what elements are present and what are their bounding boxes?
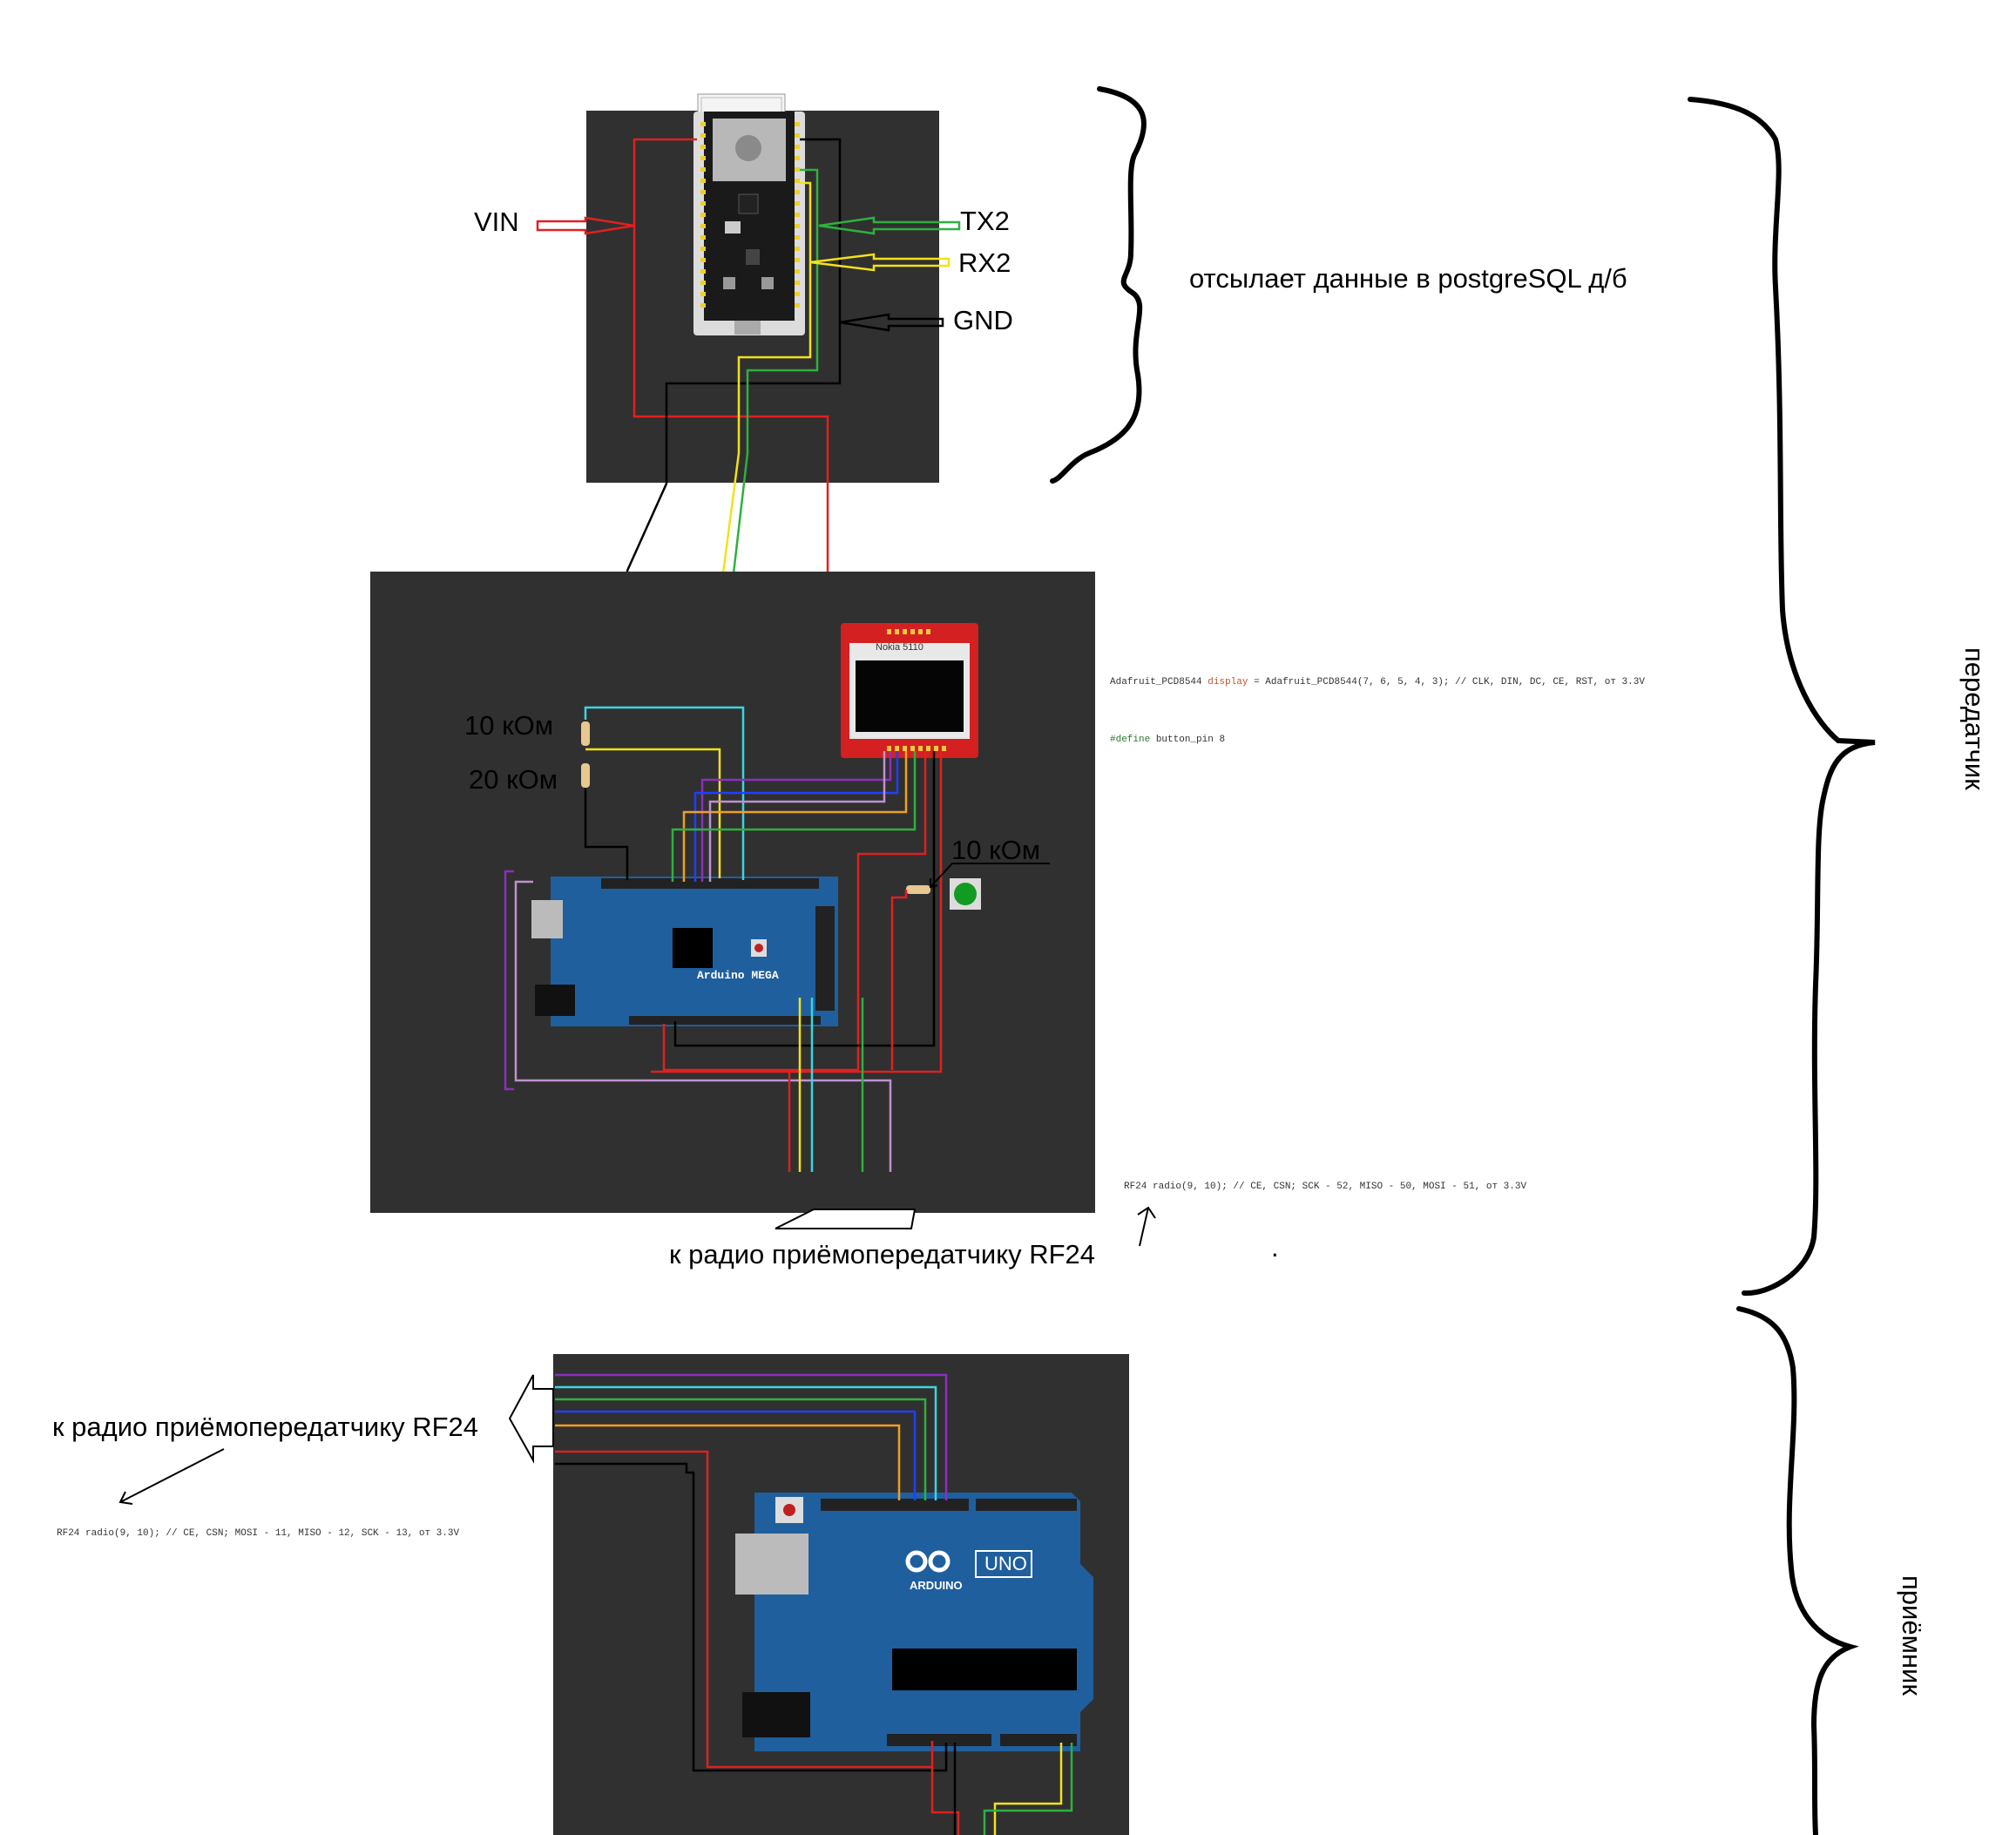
vin-label: VIN — [474, 207, 519, 237]
transmitter-label: передатчик — [1959, 647, 1990, 790]
resistor-bottom-label: 20 кОм — [469, 764, 558, 795]
resistor-top-label: 10 кОм — [464, 710, 554, 741]
uno-arduino-label: ARDUINO — [910, 1579, 963, 1592]
mega-wires — [504, 706, 943, 1172]
transmitter-brace — [1688, 97, 1876, 1297]
tx2-label: TX2 — [960, 206, 1010, 236]
mega-rf24-code: RF24 radio(9, 10); // CE, CSN; SCK - 52,… — [1124, 1182, 1527, 1192]
receiver-label: приёмник — [1897, 1575, 1927, 1696]
display-code-line: Adafruit_PCD8544 display = Adafruit_PCD8… — [1110, 677, 1645, 687]
esp32-note: отсылает данные в postgreSQL д/б — [1189, 263, 1627, 294]
nokia-label: Nokia 5110 — [876, 642, 923, 653]
esp32-pin-arrows — [536, 216, 961, 332]
gnd-label: GND — [953, 305, 1013, 335]
uno-rf24-label: к радио приёмопередатчику RF24 — [52, 1412, 479, 1442]
define-code-line: #define button_pin 8 — [1110, 735, 1226, 745]
resistors — [581, 721, 930, 894]
arduino-uno-board — [735, 1493, 1093, 1751]
stray-dot: . — [1271, 1232, 1279, 1263]
uno-board-label: UNO — [984, 1553, 1027, 1574]
pointer-arrows — [118, 863, 1156, 1505]
push-button — [950, 878, 981, 910]
uno-rf24-code: RF24 radio(9, 10); // CE, CSN; MOSI - 11… — [57, 1528, 460, 1539]
esp32-brace — [1050, 86, 1147, 484]
rx2-label: RX2 — [958, 247, 1011, 278]
mega-board-label: Arduino MEGA — [697, 969, 779, 982]
uno-wires — [555, 1373, 1073, 1835]
uno-rf24-arrow — [508, 1374, 554, 1464]
resistor-button-label: 10 кОм — [951, 835, 1041, 865]
hand-drawn-braces — [1050, 86, 1876, 1835]
mega-rf24-arrow — [775, 1209, 917, 1229]
nokia-5110-display — [841, 623, 978, 758]
arduino-mega-board — [531, 877, 838, 1026]
receiver-brace — [1736, 1306, 1859, 1835]
esp32-board — [693, 93, 805, 335]
mega-rf24-label: к радио приёмопередатчику RF24 — [669, 1239, 1096, 1270]
